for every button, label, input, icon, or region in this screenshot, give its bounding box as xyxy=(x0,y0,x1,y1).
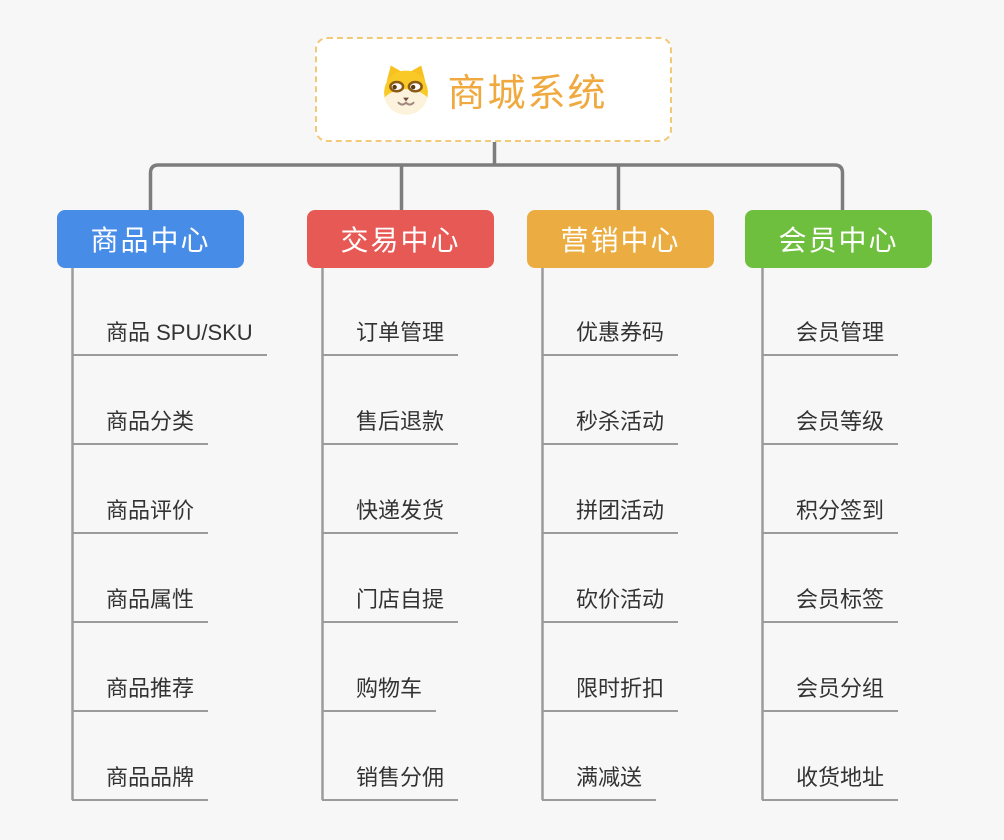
root-node[interactable]: 商城系统 xyxy=(315,37,672,142)
node-item[interactable]: 购物车 xyxy=(322,675,437,712)
dog-face-icon xyxy=(384,65,429,114)
branch-node-trade-center[interactable]: 交易中心 xyxy=(307,210,494,268)
node-item[interactable]: 订单管理 xyxy=(322,319,459,356)
branch-label: 会员中心 xyxy=(778,225,899,256)
node-item[interactable]: 拼团活动 xyxy=(542,497,679,534)
node-item[interactable]: 秒杀活动 xyxy=(542,408,679,445)
node-item[interactable]: 会员管理 xyxy=(762,319,899,356)
branch-label: 交易中心 xyxy=(340,225,461,256)
node-item[interactable]: 收货地址 xyxy=(762,764,899,801)
node-item[interactable]: 销售分佣 xyxy=(322,764,459,801)
branch-node-marketing-center[interactable]: 营销中心 xyxy=(527,210,714,268)
branch-node-member-center[interactable]: 会员中心 xyxy=(745,210,932,268)
branch-label: 商品中心 xyxy=(90,225,211,256)
root-title: 商城系统 xyxy=(447,73,608,115)
node-item[interactable]: 快递发货 xyxy=(322,497,459,534)
node-item[interactable]: 会员标签 xyxy=(762,586,899,623)
node-item[interactable]: 优惠券码 xyxy=(542,319,679,356)
node-item[interactable]: 门店自提 xyxy=(322,586,459,623)
node-item[interactable]: 售后退款 xyxy=(322,408,459,445)
node-item[interactable]: 积分签到 xyxy=(762,497,899,534)
node-item[interactable]: 商品评价 xyxy=(72,497,209,534)
node-item[interactable]: 商品推荐 xyxy=(72,675,209,712)
node-item[interactable]: 商品分类 xyxy=(72,408,209,445)
node-item[interactable]: 商品 SPU/SKU xyxy=(72,319,267,356)
node-item[interactable]: 砍价活动 xyxy=(542,586,679,623)
branch-label: 营销中心 xyxy=(560,225,681,256)
branch-node-product-center[interactable]: 商品中心 xyxy=(57,210,244,268)
node-item[interactable]: 限时折扣 xyxy=(542,675,679,712)
node-item[interactable]: 满减送 xyxy=(542,764,657,801)
node-item[interactable]: 会员等级 xyxy=(762,408,899,445)
node-item[interactable]: 商品属性 xyxy=(72,586,209,623)
node-item[interactable]: 会员分组 xyxy=(762,675,899,712)
node-item[interactable]: 商品品牌 xyxy=(72,764,209,801)
tree-connectors xyxy=(148,140,845,210)
